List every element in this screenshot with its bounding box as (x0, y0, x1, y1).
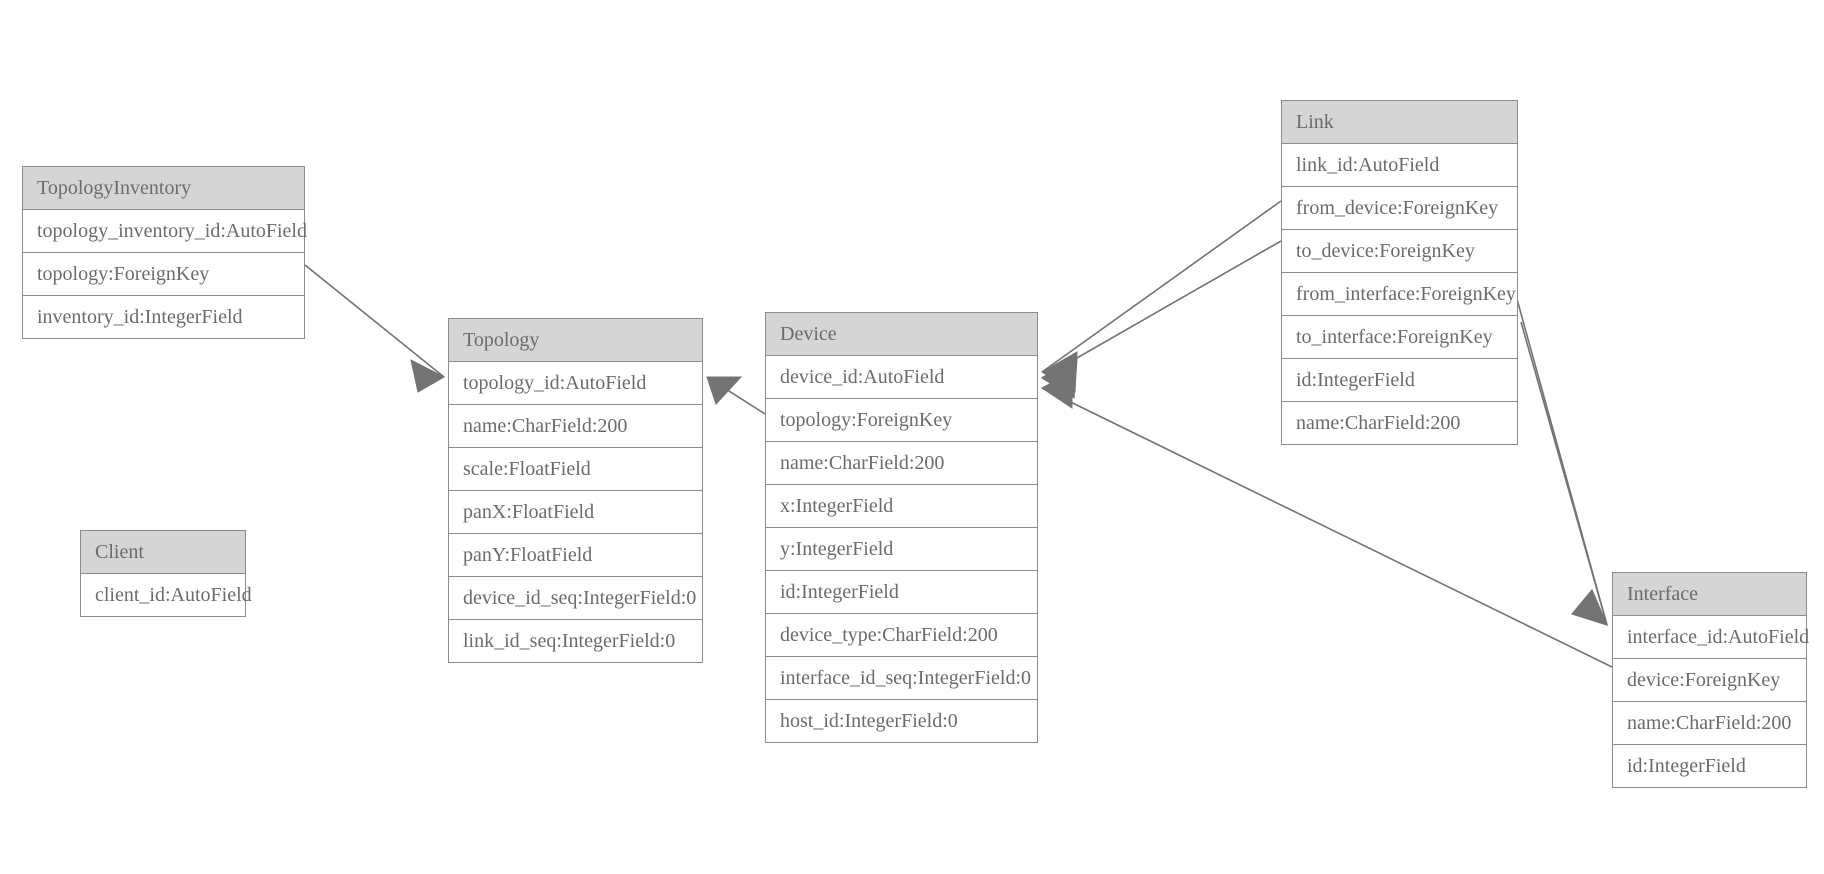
entity-field[interactable]: client_id:AutoField (81, 574, 252, 616)
entity-field[interactable]: device_id_seq:IntegerField:0 (449, 577, 702, 620)
arrowhead-icon (1041, 351, 1078, 393)
entity-field[interactable]: link_id:AutoField (1282, 144, 1517, 187)
entity-field[interactable]: name:CharField:200 (766, 442, 1037, 485)
arrowhead-icon (1041, 371, 1073, 409)
entity-field[interactable]: from_interface:ForeignKey (1282, 273, 1517, 316)
entity-field[interactable]: id:IntegerField (766, 571, 1037, 614)
arrowhead-icon (410, 359, 446, 393)
entity-field[interactable]: interface_id:AutoField (1613, 616, 1809, 659)
entity-title-link: Link (1282, 101, 1517, 144)
relationship-line-device-to-topology (706, 376, 766, 415)
entity-field[interactable]: id:IntegerField (1282, 359, 1517, 402)
relationship-line-link-to-interface (1520, 321, 1608, 626)
entity-title-interface: Interface (1613, 573, 1806, 616)
entity-title-topology_inventory: TopologyInventory (23, 167, 304, 210)
entity-field[interactable]: topology_id:AutoField (449, 362, 702, 405)
arrowhead-icon (1040, 359, 1078, 399)
entity-field[interactable]: host_id:IntegerField:0 (766, 700, 1037, 742)
entity-title-topology: Topology (449, 319, 702, 362)
entity-field[interactable]: interface_id_seq:IntegerField:0 (766, 657, 1037, 700)
entity-field[interactable]: device_id:AutoField (766, 356, 1037, 399)
relationship-line-link-to-interface (1511, 280, 1608, 626)
entity-field[interactable]: to_device:ForeignKey (1282, 230, 1517, 273)
entity-field[interactable]: from_device:ForeignKey (1282, 187, 1517, 230)
entity-field[interactable]: panY:FloatField (449, 534, 702, 577)
entity-field[interactable]: y:IntegerField (766, 528, 1037, 571)
entity-field[interactable]: device_type:CharField:200 (766, 614, 1037, 657)
entity-field[interactable]: name:CharField:200 (1613, 702, 1806, 745)
entity-field[interactable]: topology:ForeignKey (23, 253, 304, 296)
entity-field[interactable]: to_interface:ForeignKey (1282, 316, 1517, 359)
relationship-line-topology_inventory-to-topology (304, 264, 445, 378)
arrowhead-icon (1571, 589, 1608, 626)
entity-field[interactable]: panX:FloatField (449, 491, 702, 534)
entity-field[interactable]: topology:ForeignKey (766, 399, 1037, 442)
entity-field[interactable]: inventory_id:IntegerField (23, 296, 304, 338)
entity-field[interactable]: topology_inventory_id:AutoField (23, 210, 307, 253)
entity-field[interactable]: x:IntegerField (766, 485, 1037, 528)
entity-field[interactable]: name:CharField:200 (1282, 402, 1517, 444)
entity-title-client: Client (81, 531, 245, 574)
entity-field[interactable]: scale:FloatField (449, 448, 702, 491)
entity-field[interactable]: name:CharField:200 (449, 405, 702, 448)
entity-field[interactable]: id:IntegerField (1613, 745, 1806, 787)
arrowhead-icon (1571, 589, 1608, 626)
entity-field[interactable]: link_id_seq:IntegerField:0 (449, 620, 702, 662)
arrowhead-icon (706, 376, 743, 405)
relationship-line-link-to-device (1041, 200, 1282, 373)
relationship-line-link-to-device (1041, 240, 1282, 379)
entity-title-device: Device (766, 313, 1037, 356)
entity-field[interactable]: device:ForeignKey (1613, 659, 1806, 702)
